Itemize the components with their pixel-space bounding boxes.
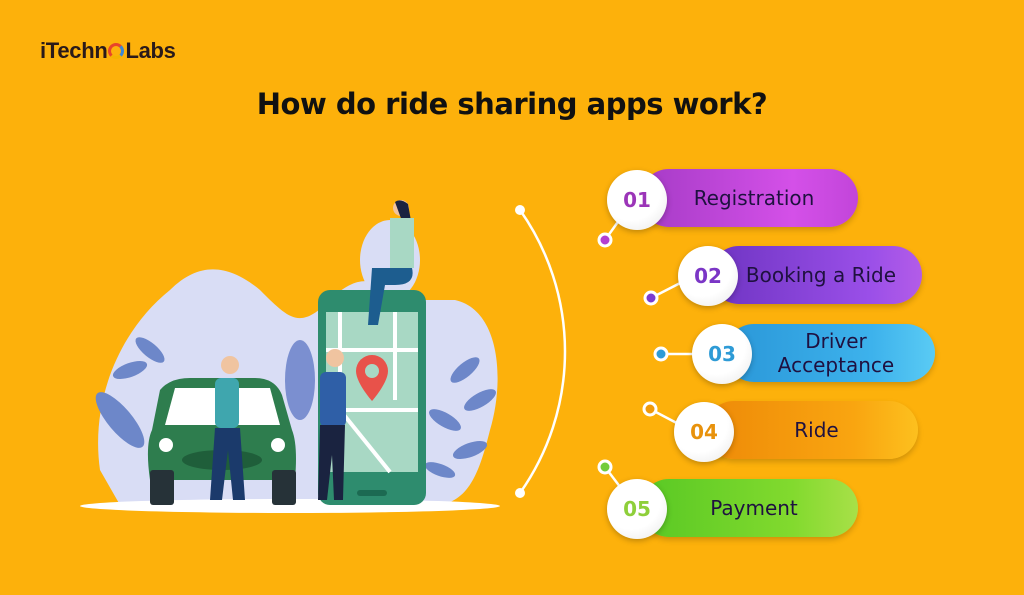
step-4-label: Ride [794, 418, 839, 442]
step-3-pill: Driver Acceptance [725, 324, 935, 382]
step-3-label: Driver Acceptance [777, 329, 895, 377]
logo-text-suffix: Labs [125, 38, 176, 63]
step-2-label: Booking a Ride [745, 263, 897, 287]
step-5-number-text: 05 [623, 497, 651, 521]
step-1-pill: Registration [640, 169, 858, 227]
step-4-number-text: 04 [690, 420, 718, 444]
logo-text-prefix: iTechn [40, 38, 108, 63]
step-5-pill: Payment [640, 479, 858, 537]
step-1-number-text: 01 [623, 188, 651, 212]
step-4-pill: Ride [705, 401, 918, 459]
step-5-label: Payment [710, 496, 798, 520]
step-3-number-text: 03 [708, 342, 736, 366]
step-1-label: Registration [693, 186, 815, 210]
brand-logo: iTechn Labs [40, 38, 176, 64]
step-2-pill: Booking a Ride [710, 246, 922, 304]
step-5-number: 05 [607, 479, 667, 539]
step-3-number: 03 [692, 324, 752, 384]
step-2-number-text: 02 [694, 264, 722, 288]
step-4-number: 04 [674, 402, 734, 462]
step-1-number: 01 [607, 170, 667, 230]
step-2-number: 02 [678, 246, 738, 306]
page-title: How do ride sharing apps work? [256, 87, 768, 121]
logo-ring-icon [108, 43, 125, 59]
